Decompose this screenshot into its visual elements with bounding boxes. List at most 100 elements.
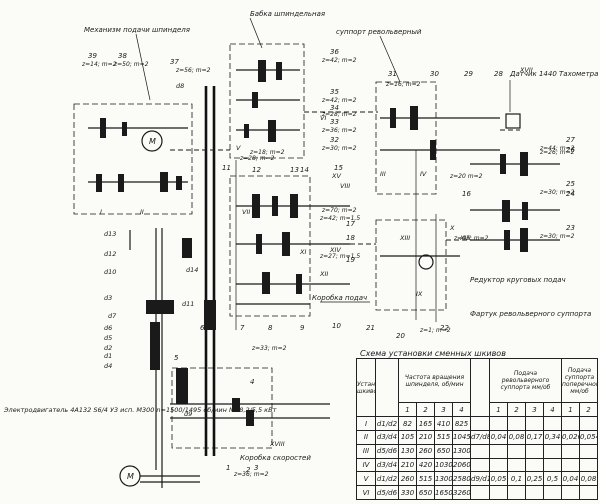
table-cell: 3260 — [452, 485, 471, 500]
table-cell — [579, 443, 598, 459]
gear-number-label: 27 — [566, 136, 575, 144]
gear-blocks — [96, 60, 528, 426]
support-housing — [375, 81, 437, 195]
table-header-feed-cross: Подача суппорта поперечного мм/об — [561, 357, 598, 404]
table-cell — [470, 416, 490, 432]
pulley-diameter-label: d3 — [104, 294, 112, 302]
gear-number-label: 25 — [566, 180, 575, 188]
table-cell — [543, 457, 562, 473]
pulley-diameter-label: d5 — [104, 334, 112, 342]
table-cell: VI — [356, 485, 376, 500]
feed-motor-m: M — [149, 137, 156, 146]
table-cell — [507, 416, 526, 432]
table-cell: 0,04 — [489, 430, 508, 445]
table-cell: 515 — [434, 430, 453, 445]
gear-spec-label: z=70; m=2 — [321, 207, 357, 214]
pulley-diameter-label: d1 — [104, 352, 112, 360]
gear-number-label: 29 — [464, 70, 473, 78]
speed-box-label: Коробка скоростей — [240, 454, 311, 462]
table-cell: 0,34 — [543, 430, 562, 445]
z-label-layer: z=14; m=2z=50; m=2z=56; m=2z=42; m=2z=42… — [81, 57, 575, 478]
gear-33b — [252, 92, 258, 108]
gear-37 — [96, 174, 102, 192]
gear-spec-label: z=50; m=2 — [113, 61, 149, 68]
table-cell — [561, 443, 580, 459]
table-cell: d9/d10 — [470, 471, 490, 487]
table-cell — [543, 416, 562, 432]
gear-number-label: 24 — [566, 190, 575, 198]
gear-18 — [256, 234, 262, 254]
table-row: Vd1/d226051513002580d9/d100,050,10,250,5… — [356, 471, 598, 487]
table-cell: 2580 — [452, 471, 471, 487]
gear-spec-label: z=42; m=2 — [321, 97, 357, 104]
gear-spec-label: z=27; m=1,5 — [319, 253, 360, 260]
table-cell — [543, 443, 562, 459]
table-cell: I — [356, 416, 376, 432]
table-cell — [561, 416, 580, 432]
sub-4: 4 — [452, 402, 471, 418]
table-cell: 0,5 — [543, 471, 562, 487]
table-cell: 0,25 — [525, 471, 544, 487]
gear-number-label: 10 — [332, 322, 341, 330]
gear-23 — [504, 230, 510, 250]
table-cell — [507, 457, 526, 473]
gear-36 — [118, 174, 124, 192]
gearbox-label: Коробка подач — [312, 294, 367, 302]
table-cell: 210 — [416, 430, 435, 445]
sub-2: 2 — [416, 402, 435, 418]
gear-number-label: 32 — [330, 136, 339, 144]
gear-number-label: 3 — [254, 464, 258, 472]
gear-spec-label: z=26; m=2 — [539, 149, 575, 156]
gear-number-label: 7 — [240, 324, 245, 332]
table-header-ratio — [375, 357, 399, 418]
table-cell: d5/d6 — [375, 443, 399, 459]
table-cell — [489, 457, 508, 473]
gear-number-label: 11 — [222, 164, 231, 172]
gear-number-label: 4 — [250, 378, 254, 386]
sub-6: 2 — [507, 402, 526, 418]
speed-gear-1 — [176, 368, 188, 404]
shaft-number-label: XIV — [329, 246, 341, 254]
gear-number-label: 19 — [346, 256, 355, 264]
pulley-diameter-label: d7 — [108, 312, 117, 320]
table-cell — [579, 416, 598, 432]
gear-number-label: 33 — [330, 118, 339, 126]
table-cell — [543, 485, 562, 500]
pulley-diameter-label: d6 — [104, 324, 112, 332]
gear-12 — [252, 194, 260, 218]
table-header-feed-rev: Подача револьверного суппорта мм/об — [489, 357, 562, 404]
gear-number-label: 37 — [170, 58, 179, 66]
shaft-number-label: X — [449, 224, 455, 232]
table-cell — [525, 416, 544, 432]
table-cell: III — [356, 443, 376, 459]
table-cell: 1300 — [452, 443, 471, 459]
gear-number-label: 39 — [88, 52, 97, 60]
table-cell: 0,054 — [579, 430, 598, 445]
table-cell — [470, 457, 490, 473]
support-label: суппорт револьверный — [336, 28, 422, 36]
table-cell: IV — [356, 457, 376, 473]
shaft-number-label: IV — [420, 170, 427, 178]
gear-number-label: 23 — [566, 224, 575, 232]
table-cell — [525, 485, 544, 500]
gear-number-label: 20 — [396, 332, 405, 340]
gear-number-label: 9 — [300, 324, 305, 332]
table-cell — [489, 416, 508, 432]
gear-spec-label: z=18; m=2 — [249, 149, 285, 156]
pulley-diameter-label: d14 — [186, 266, 198, 274]
table-cell: V — [356, 471, 376, 487]
gear-36b — [244, 124, 249, 138]
shaft-number-label: VIII — [340, 182, 350, 190]
gear-13 — [272, 196, 278, 216]
table-header-setup: Установка шкивов — [356, 357, 376, 418]
gear-number-label: 13 — [290, 166, 299, 174]
belt-pulley — [204, 300, 216, 330]
gear-spec-label: z=45; m=2 — [453, 235, 489, 242]
gear-11 — [262, 272, 270, 294]
shaft-number-label: III — [380, 170, 386, 178]
table-cell: 825 — [452, 416, 471, 432]
gear-38 — [122, 122, 127, 136]
